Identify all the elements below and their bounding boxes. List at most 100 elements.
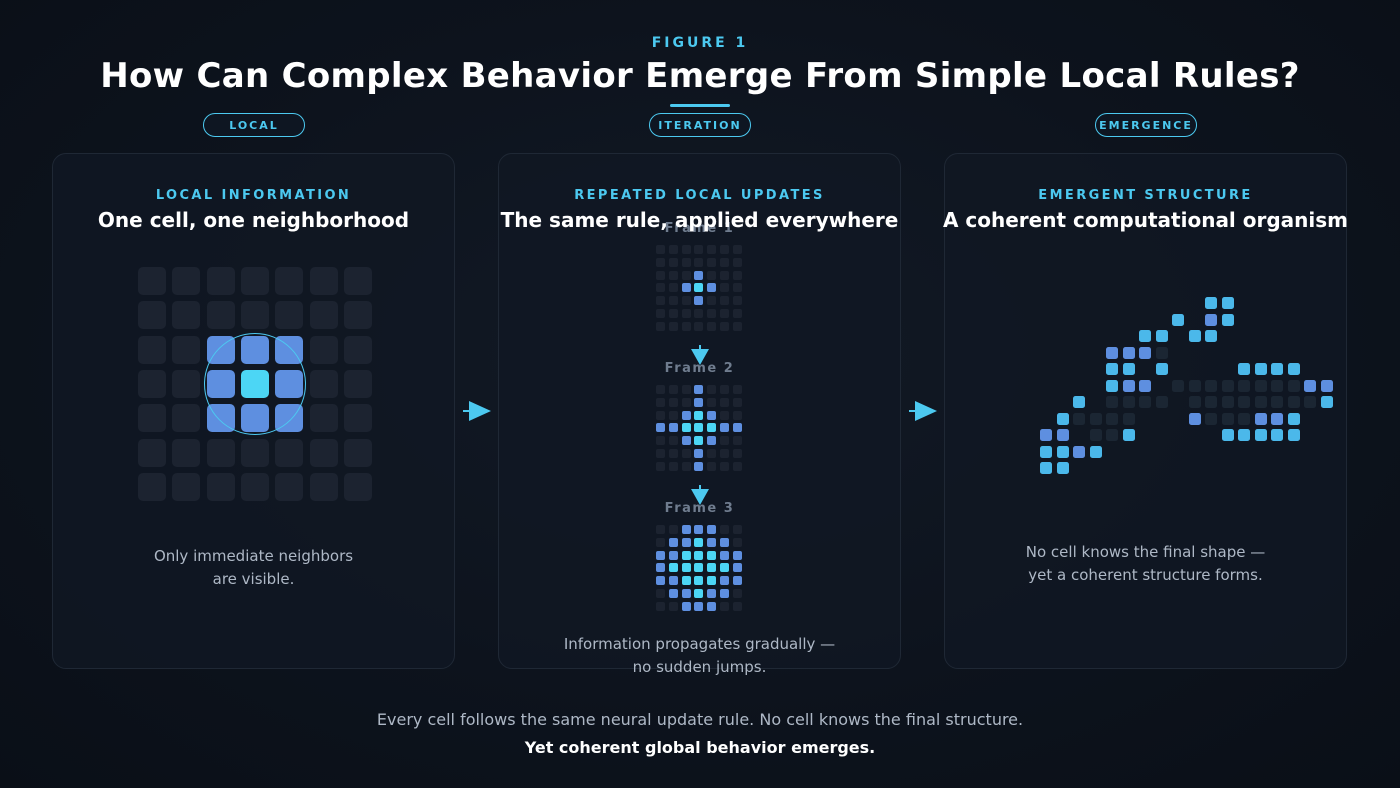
organism-cell — [1089, 429, 1102, 441]
grid-cell — [343, 267, 372, 295]
frame-cell — [681, 449, 691, 458]
footer-emphasis: Yet coherent global behavior emerges. — [524, 738, 876, 757]
organism-cell — [1221, 297, 1234, 309]
frames-grids — [499, 154, 900, 668]
grid-cell — [309, 472, 338, 501]
organism-cell — [1106, 412, 1118, 425]
frame-cell — [681, 397, 691, 407]
organism-cell — [1320, 379, 1333, 392]
frame-cell — [668, 601, 678, 611]
grid-cell — [275, 301, 304, 330]
frame-cell — [694, 296, 704, 306]
frame-cell — [720, 423, 729, 433]
grid-cell — [240, 438, 269, 467]
arrow-right-icon — [463, 401, 491, 421]
frame-cell — [668, 245, 678, 254]
frame-cell — [707, 525, 717, 534]
frame-cell — [681, 321, 691, 331]
frame-cell — [720, 283, 729, 293]
frame-cell — [732, 589, 742, 598]
frame-cell — [732, 296, 742, 306]
grid-cell — [138, 335, 166, 364]
pill-iteration: ITERATION — [649, 113, 751, 137]
frame-cell — [720, 563, 729, 573]
frame-cell — [732, 423, 742, 433]
grid-cell — [309, 404, 338, 433]
organism-cell — [1155, 396, 1168, 408]
frame-cell — [694, 537, 704, 547]
organism-cell — [1238, 429, 1250, 441]
organism-cell — [1238, 412, 1250, 425]
organism-cell — [1155, 330, 1168, 342]
organism-cell — [1040, 429, 1052, 441]
frame-cell — [720, 257, 729, 267]
frame-cell — [656, 283, 665, 293]
grid-cell — [206, 301, 235, 330]
frame-cell — [694, 257, 704, 267]
caption-line: Information propagates gradually — — [563, 635, 836, 653]
organism-cell — [1056, 462, 1069, 474]
frame-cell — [707, 436, 717, 446]
organism-cell — [1205, 396, 1217, 408]
frame-cell — [720, 385, 729, 394]
grid-cell — [172, 267, 201, 295]
organism-cell — [1205, 313, 1217, 326]
frame-cell — [707, 461, 717, 471]
frame-cell — [656, 525, 665, 534]
organism-cell — [1106, 429, 1118, 441]
frame-cell — [681, 550, 691, 560]
grid-cell — [309, 267, 338, 295]
grid-cell — [309, 438, 338, 467]
organism-cell — [1205, 297, 1217, 309]
frame-cell — [720, 296, 729, 306]
organism-cell — [1040, 462, 1052, 474]
frame-cell — [668, 270, 678, 280]
organism-cell — [1139, 379, 1151, 392]
grid-cell — [309, 369, 338, 398]
panel-caption: Information propagates gradually — no su… — [499, 633, 900, 679]
caption-line: no sudden jumps. — [632, 658, 767, 676]
frame-cell — [732, 270, 742, 280]
organism-cell — [1221, 313, 1234, 326]
caption-line: are visible. — [212, 570, 295, 588]
organism-cell — [1155, 346, 1168, 359]
frame-cell — [681, 436, 691, 446]
frame-label-3: Frame 3 — [664, 501, 735, 516]
frame-cell — [732, 321, 742, 331]
frame-cell — [720, 461, 729, 471]
frame-cell — [694, 563, 704, 573]
grid-cell — [206, 267, 235, 295]
organism-cell — [1172, 313, 1184, 326]
caption-line: Only immediate neighbors — [153, 547, 354, 565]
frame-cell — [720, 270, 729, 280]
organism-cell — [1304, 379, 1316, 392]
frame-label-2: Frame 2 — [664, 361, 735, 376]
caption-line: yet a coherent structure forms. — [1028, 566, 1263, 584]
grid-cell — [309, 301, 338, 330]
organism-cell — [1205, 412, 1217, 425]
frame-cell — [681, 601, 691, 611]
grid-cell — [172, 472, 201, 501]
frame-cell — [668, 283, 678, 293]
organism-cell — [1221, 396, 1234, 408]
organism-cell — [1106, 379, 1118, 392]
frame-cell — [668, 449, 678, 458]
frame-cell — [694, 449, 704, 458]
frame-cell — [707, 257, 717, 267]
panel-caption: Only immediate neighbors are visible. — [53, 545, 454, 591]
organism-cell — [1238, 379, 1250, 392]
frame-cell — [694, 321, 704, 331]
organism-cell — [1205, 379, 1217, 392]
frame-cell — [656, 245, 665, 254]
footer-line: Every cell follows the same neural updat… — [376, 710, 1024, 729]
frame-cell — [668, 397, 678, 407]
frame-cell — [681, 461, 691, 471]
frame-cell — [668, 423, 678, 433]
organism-cell — [1106, 396, 1118, 408]
frame-cell — [681, 309, 691, 318]
organism-cell — [1040, 445, 1052, 458]
grid-cell — [275, 438, 304, 467]
organism-cell — [1254, 396, 1267, 408]
organism-cell — [1238, 363, 1250, 375]
organism-cell — [1106, 346, 1118, 359]
